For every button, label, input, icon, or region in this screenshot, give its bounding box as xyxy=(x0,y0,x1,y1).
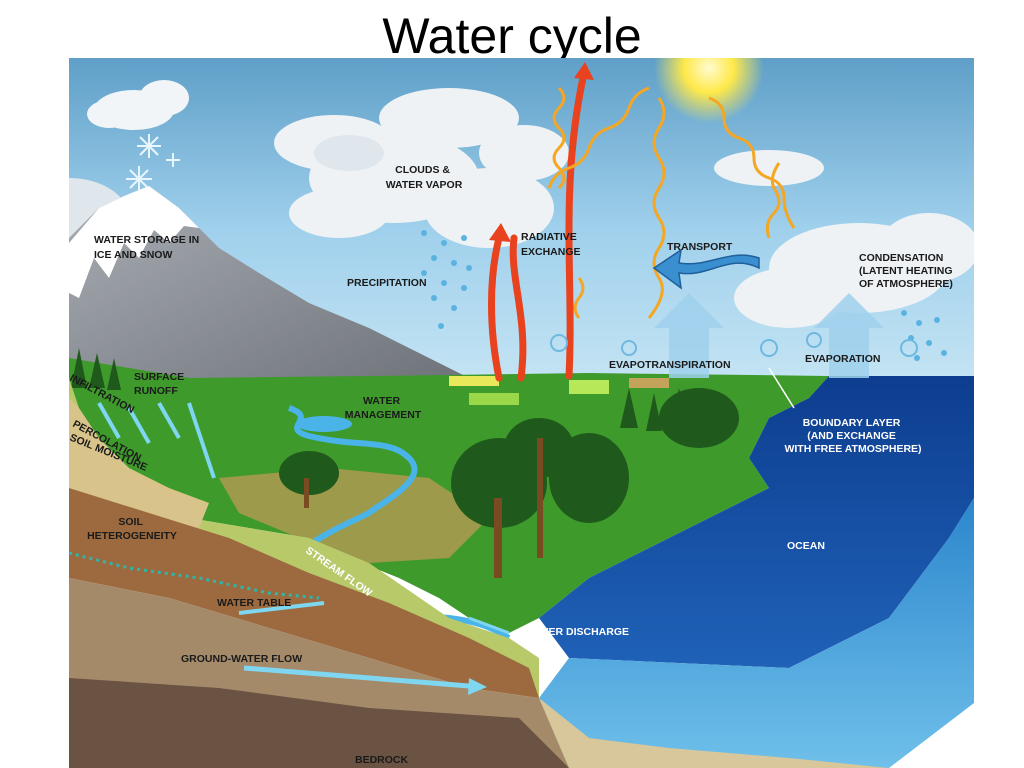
tree-trunks xyxy=(304,438,543,578)
water-cycle-diagram: CLOUDS & WATER VAPOR WATER STORAGE IN IC… xyxy=(69,58,974,768)
boundary-layer-label: BOUNDARY LAYER (AND EXCHANGE WITH FREE A… xyxy=(784,417,921,455)
condensation-label: CONDENSATION (LATENT HEATING OF ATMOSPHE… xyxy=(859,252,955,290)
precipitation-label: PRECIPITATION xyxy=(347,277,427,289)
evaporation-label: EVAPORATION xyxy=(805,353,880,365)
clouds-label: CLOUDS & WATER VAPOR xyxy=(386,164,463,191)
condensation-label-line-1: CONDENSATION xyxy=(859,252,943,264)
boundary-layer-line-1: BOUNDARY LAYER xyxy=(803,417,901,429)
snowflake-icon xyxy=(126,134,180,192)
groundwater-arrowhead xyxy=(468,678,487,695)
forest xyxy=(71,348,739,528)
radiative-label-line-2: EXCHANGE xyxy=(521,246,581,258)
bedrock-label: BEDROCK xyxy=(355,754,409,766)
surface-runoff-line-1: SURFACE xyxy=(134,371,184,383)
sun-icon xyxy=(654,58,764,123)
fields xyxy=(449,376,669,405)
evapotranspiration-arrow xyxy=(654,293,724,378)
surface-runoff-line-2: RUNOFF xyxy=(134,385,178,397)
soil-heterogeneity-label: SOIL HETEROGENEITY xyxy=(87,516,177,542)
condensation-drops xyxy=(901,310,947,361)
radiative-exchange-label: RADIATIVE EXCHANGE xyxy=(521,231,581,258)
clouds-label-line-2: WATER VAPOR xyxy=(386,179,463,191)
transport-label: TRANSPORT xyxy=(667,241,733,253)
water-management-label: WATER MANAGEMENT xyxy=(345,395,422,421)
transport-arrow-icon xyxy=(652,248,760,290)
radiative-arrowheads xyxy=(489,62,594,242)
surface-runoff-label: SURFACE RUNOFF xyxy=(134,371,187,397)
ocean-cross-section xyxy=(539,498,974,768)
condensation-label-line-3: OF ATMOSPHERE) xyxy=(859,278,953,290)
ice-snow-label: WATER STORAGE IN ICE AND SNOW xyxy=(94,234,202,261)
clouds-label-line-1: CLOUDS & xyxy=(395,164,450,176)
water-table-arrow xyxy=(238,601,325,615)
evaporation-swirl-icon xyxy=(550,332,918,357)
infiltration-arrows xyxy=(97,402,216,479)
reservoir xyxy=(296,416,352,432)
radiative-exchange-arrows xyxy=(488,69,588,382)
water-management-line-2: MANAGEMENT xyxy=(345,409,422,421)
solar-radiation-waves xyxy=(547,86,796,319)
bedrock-layer xyxy=(69,678,569,768)
ice-snow-label-line-1: WATER STORAGE IN xyxy=(94,234,199,246)
precipitation-drops xyxy=(421,230,472,329)
soil-heterogeneity-line-1: SOIL xyxy=(118,516,143,528)
cloud-top-left xyxy=(87,80,189,130)
evapotranspiration-label: EVAPOTRANSPIRATION xyxy=(609,359,731,371)
soil-heterogeneity-line-2: HETEROGENEITY xyxy=(87,530,177,542)
cloud-right xyxy=(714,150,974,328)
slide-title: Water cycle xyxy=(382,8,642,64)
soil-tan-layer xyxy=(69,398,209,528)
boundary-layer-line-2: (AND EXCHANGE xyxy=(807,430,896,442)
groundwater-flow-label: GROUND-WATER FLOW xyxy=(181,653,302,665)
groundwater-arrow xyxy=(243,665,470,689)
ocean-label: OCEAN xyxy=(787,540,825,552)
condensation-label-line-2: (LATENT HEATING xyxy=(859,265,953,277)
water-management-line-1: WATER xyxy=(363,395,401,407)
soil-brown-layer xyxy=(69,488,539,698)
evaporation-arrow xyxy=(814,293,884,378)
river-discharge-arrow xyxy=(468,616,510,635)
radiative-label-line-1: RADIATIVE xyxy=(521,231,577,243)
boundary-layer-line-3: WITH FREE ATMOSPHERE) xyxy=(784,443,921,455)
ice-snow-label-line-2: ICE AND SNOW xyxy=(94,249,172,261)
land-meadow xyxy=(219,468,489,563)
ocean-floor xyxy=(539,698,889,768)
ocean-surface xyxy=(539,376,974,668)
boundary-layer-pointer xyxy=(768,367,795,409)
mountain-snow xyxy=(69,186,199,298)
water-table-label: WATER TABLE xyxy=(217,597,291,609)
river-discharge-label: RIVER DISCHARGE xyxy=(531,626,629,638)
